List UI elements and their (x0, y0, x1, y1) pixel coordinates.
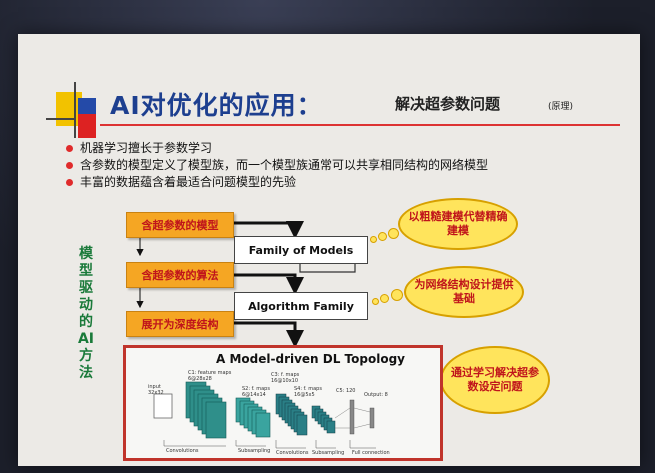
bullet-item: 丰富的数据蕴含着最适合问题模型的先验 (66, 174, 488, 191)
box-family-of-models: Family of Models (234, 236, 368, 264)
arrow-model-to-family (232, 221, 304, 239)
label-input-size: 32x32 (148, 390, 164, 396)
label-s2-size: 6@14x14 (242, 392, 266, 398)
bullet-list: 机器学习擅长于参数学习 含参数的模型定义了模型族，而一个模型族通常可以共享相同结… (66, 140, 488, 191)
label-subsampling-2: Subsampling (312, 450, 345, 456)
bubble-dot (380, 294, 389, 303)
label-subsampling-1: Subsampling (238, 448, 271, 454)
label-c3-size: 16@10x10 (271, 378, 299, 384)
label-convolutions-2: Convolutions (276, 450, 309, 456)
family-link (299, 262, 356, 273)
logo-yellow-block (56, 92, 82, 126)
box-algorithm-family: Algorithm Family (234, 292, 368, 320)
label-c1-size: 6@28x28 (188, 376, 212, 382)
topology-panel: A Model-driven DL Topology (123, 345, 443, 461)
arrow-deep-to-topology (232, 321, 304, 348)
label-c1: C1: feature maps (188, 370, 232, 376)
slide-subtitle-note: (原理) (548, 102, 574, 112)
cnn-diagram (153, 381, 376, 449)
label-c3: C3: f. maps (271, 372, 300, 378)
bubble-dot (372, 298, 379, 305)
bubble-dot (391, 289, 403, 301)
label-s4: S4: f. maps (294, 386, 322, 392)
label-s2: S2: f. maps (242, 386, 270, 392)
slide-title: AI对优化的应用： (110, 91, 323, 120)
box-unfold-deep-structure: 展开为深度结构 (126, 311, 234, 337)
bullet-item: 机器学习擅长于参数学习 (66, 140, 488, 157)
label-s4-size: 16@5x5 (294, 392, 315, 398)
logo-line-v (74, 82, 76, 138)
cloud-rough-modeling: 以粗糙建模代替精确建模 (398, 198, 518, 250)
bubble-dot (370, 236, 377, 243)
box-algorithm-with-hyperparams: 含超参数的算法 (126, 262, 234, 288)
slide-subtitle: 解决超参数问题 (395, 95, 501, 113)
topology-title: A Model-driven DL Topology (216, 352, 405, 366)
label-full-connection: Full connection (352, 450, 390, 456)
label-input: input (148, 384, 161, 390)
cloud-network-design-basis: 为网络结构设计提供基础 (404, 266, 524, 318)
arrow-algorithm-to-family (232, 273, 304, 295)
side-label: 模型驱动的AI方法 (77, 246, 95, 381)
label-c5: C5: 120 (336, 388, 356, 394)
bullet-item: 含参数的模型定义了模型族，而一个模型族通常可以共享相同结构的网络模型 (66, 157, 488, 174)
title-divider (100, 124, 620, 126)
label-convolutions-1: Convolutions (166, 448, 199, 454)
logo-blue-block (78, 98, 96, 114)
bubble-dot (378, 232, 387, 241)
box-model-with-hyperparams: 含超参数的模型 (126, 212, 234, 238)
logo-red-block (78, 114, 96, 138)
logo-line-h (46, 118, 76, 120)
bubble-dot (388, 228, 399, 239)
label-output: Output: 8 (364, 392, 388, 398)
cloud-learn-hyperparams: 通过学习解决超参数设定问题 (440, 346, 550, 414)
